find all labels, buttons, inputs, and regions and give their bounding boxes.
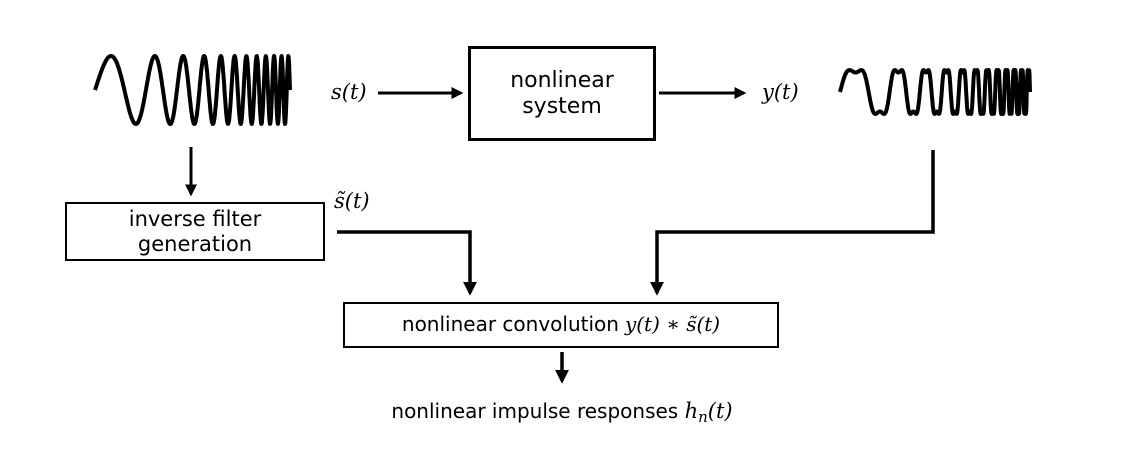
inverse-signal-label: s̃(t) [334,189,370,213]
result-label-text: nonlinear impulse responses [391,399,679,423]
input-chirp-waveform-icon [93,54,292,126]
result-label: nonlinear impulse responses hn(t) [362,399,762,426]
nonlinear-system-box: nonlinear system [468,46,656,141]
output-distorted-waveform-icon [838,68,1032,116]
convolution-label-text: nonlinear convolution [401,312,619,337]
inverse-filter-label-line2: generation [137,231,253,256]
inverse-filter-label-line1: inverse filter [128,206,262,231]
convolution-label-math: y(t) ∗ s̃(t) [624,312,721,337]
input-signal-label: s(t) [331,80,367,104]
inverse-filter-generation-box: inverse filter generation [65,202,325,261]
nonlinear-convolution-box: nonlinear convolution y(t) ∗ s̃(t) [343,302,779,348]
output-signal-label: y(t) [762,80,799,104]
nonlinear-system-label-line1: nonlinear [510,67,614,93]
arrow-output-wave-to-convolution [650,150,935,296]
nonlinear-system-label-line2: system [522,93,602,119]
result-label-math: hn(t) [684,399,733,426]
arrow-stilde-to-convolution [337,230,477,296]
